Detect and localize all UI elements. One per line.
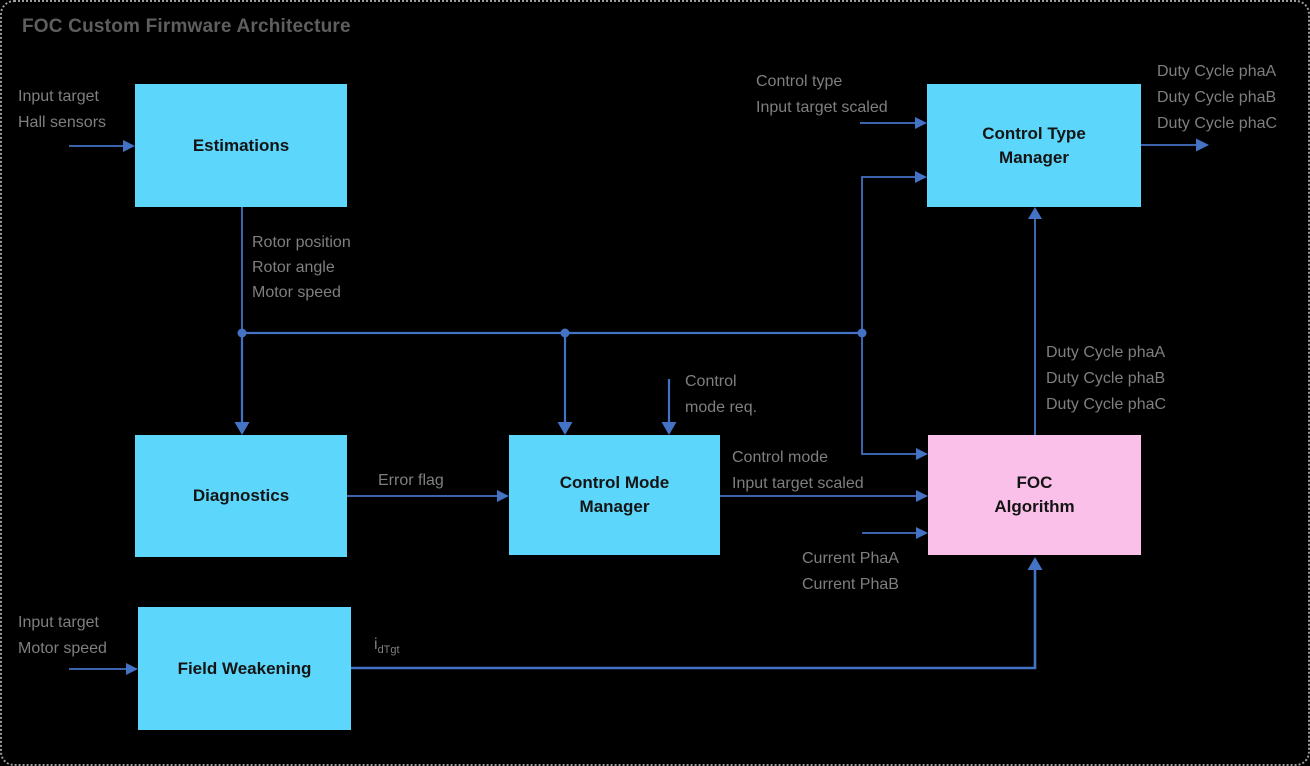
diagram-title: FOC Custom Firmware Architecture bbox=[22, 16, 351, 37]
node-diagnostics-label: Diagnostics bbox=[192, 486, 290, 505]
arrow-control-mode-req bbox=[661, 379, 677, 435]
label-error-flag: Error flag bbox=[378, 472, 444, 489]
node-ctm-label-line1: Control Type bbox=[982, 123, 1086, 143]
arrow-input-estimations bbox=[69, 140, 135, 152]
arrow-input-fw bbox=[69, 663, 138, 675]
arrow-foc-to-ctm bbox=[1028, 207, 1042, 435]
connector-bus-to-ctm bbox=[861, 171, 927, 333]
label-ctm-outputs: Duty Cycle phaA Duty Cycle phaB Duty Cyc… bbox=[1157, 63, 1278, 132]
connector-fw-to-foc bbox=[351, 557, 1043, 670]
label-estimations-outputs: Rotor position Rotor angle Motor speed bbox=[252, 234, 351, 301]
node-ctm-label-line2: Manager bbox=[999, 147, 1069, 167]
label-control-mode-req: Control mode req. bbox=[685, 373, 758, 416]
arrow-currents-to-foc bbox=[862, 527, 928, 539]
connector-bus-to-foc bbox=[861, 333, 928, 460]
node-field-weakening: Field Weakening bbox=[138, 607, 351, 730]
node-control-type-manager: Control Type Manager bbox=[927, 84, 1141, 207]
label-ctm-inputs: Control type Input target scaled bbox=[756, 73, 888, 116]
node-cmm-label-line2: Manager bbox=[579, 497, 650, 516]
node-cmm-label-line1: Control Mode bbox=[559, 473, 670, 492]
label-foc-duty-cycles: Duty Cycle phaA Duty Cycle phaB Duty Cyc… bbox=[1046, 344, 1167, 413]
node-foc-algorithm: FOC Algorithm bbox=[928, 435, 1141, 555]
arrow-cmm-to-foc bbox=[720, 490, 928, 502]
node-foc-label-line1: FOC bbox=[1016, 473, 1053, 492]
node-estimations: Estimations bbox=[135, 84, 347, 207]
arrow-ctm-output bbox=[1141, 138, 1209, 152]
node-diagnostics: Diagnostics bbox=[135, 435, 347, 557]
node-fw-label: Field Weakening bbox=[177, 658, 312, 678]
node-foc-label-line2: Algorithm bbox=[994, 497, 1075, 516]
label-fw-output: idTgt bbox=[374, 636, 400, 657]
arrow-diagnostics-to-cmm bbox=[347, 490, 509, 502]
arrow-bus-to-cmm bbox=[557, 333, 573, 435]
label-foc-currents: Current PhaA Current PhaB bbox=[802, 550, 899, 593]
arrow-input-ctm bbox=[860, 117, 927, 129]
node-estimations-label: Estimations bbox=[192, 135, 290, 155]
label-cmm-outputs: Control mode Input target scaled bbox=[732, 449, 864, 492]
arrow-bus-to-diagnostics bbox=[234, 333, 250, 435]
label-estimations-inputs: Input target Hall sensors bbox=[18, 88, 107, 131]
node-control-mode-manager: Control Mode Manager bbox=[509, 435, 720, 555]
label-fw-inputs: Input target Motor speed bbox=[18, 614, 107, 657]
bus-rotor-signals bbox=[237, 328, 867, 338]
